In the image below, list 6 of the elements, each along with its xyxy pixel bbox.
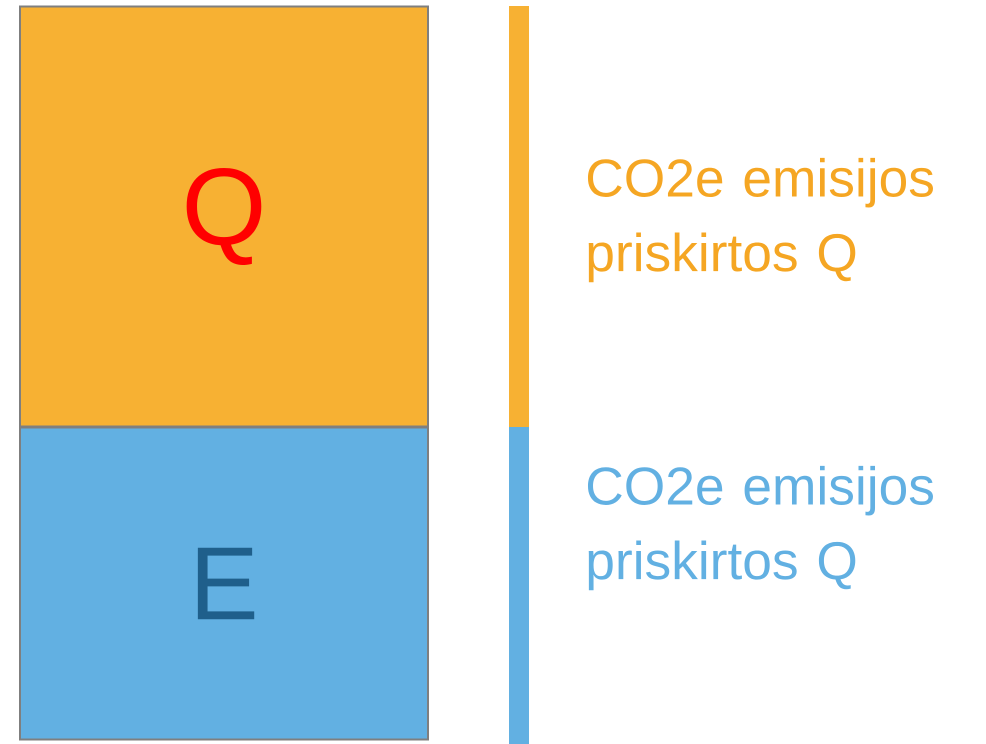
bar — [509, 6, 529, 427]
block: Q — [19, 6, 429, 428]
block: E — [19, 426, 429, 740]
bar — [509, 427, 529, 744]
label-text: CO2e emisijos priskirtos Q — [588, 466, 933, 590]
label-text: CO2e emisijos priskirtos Q — [588, 158, 933, 282]
